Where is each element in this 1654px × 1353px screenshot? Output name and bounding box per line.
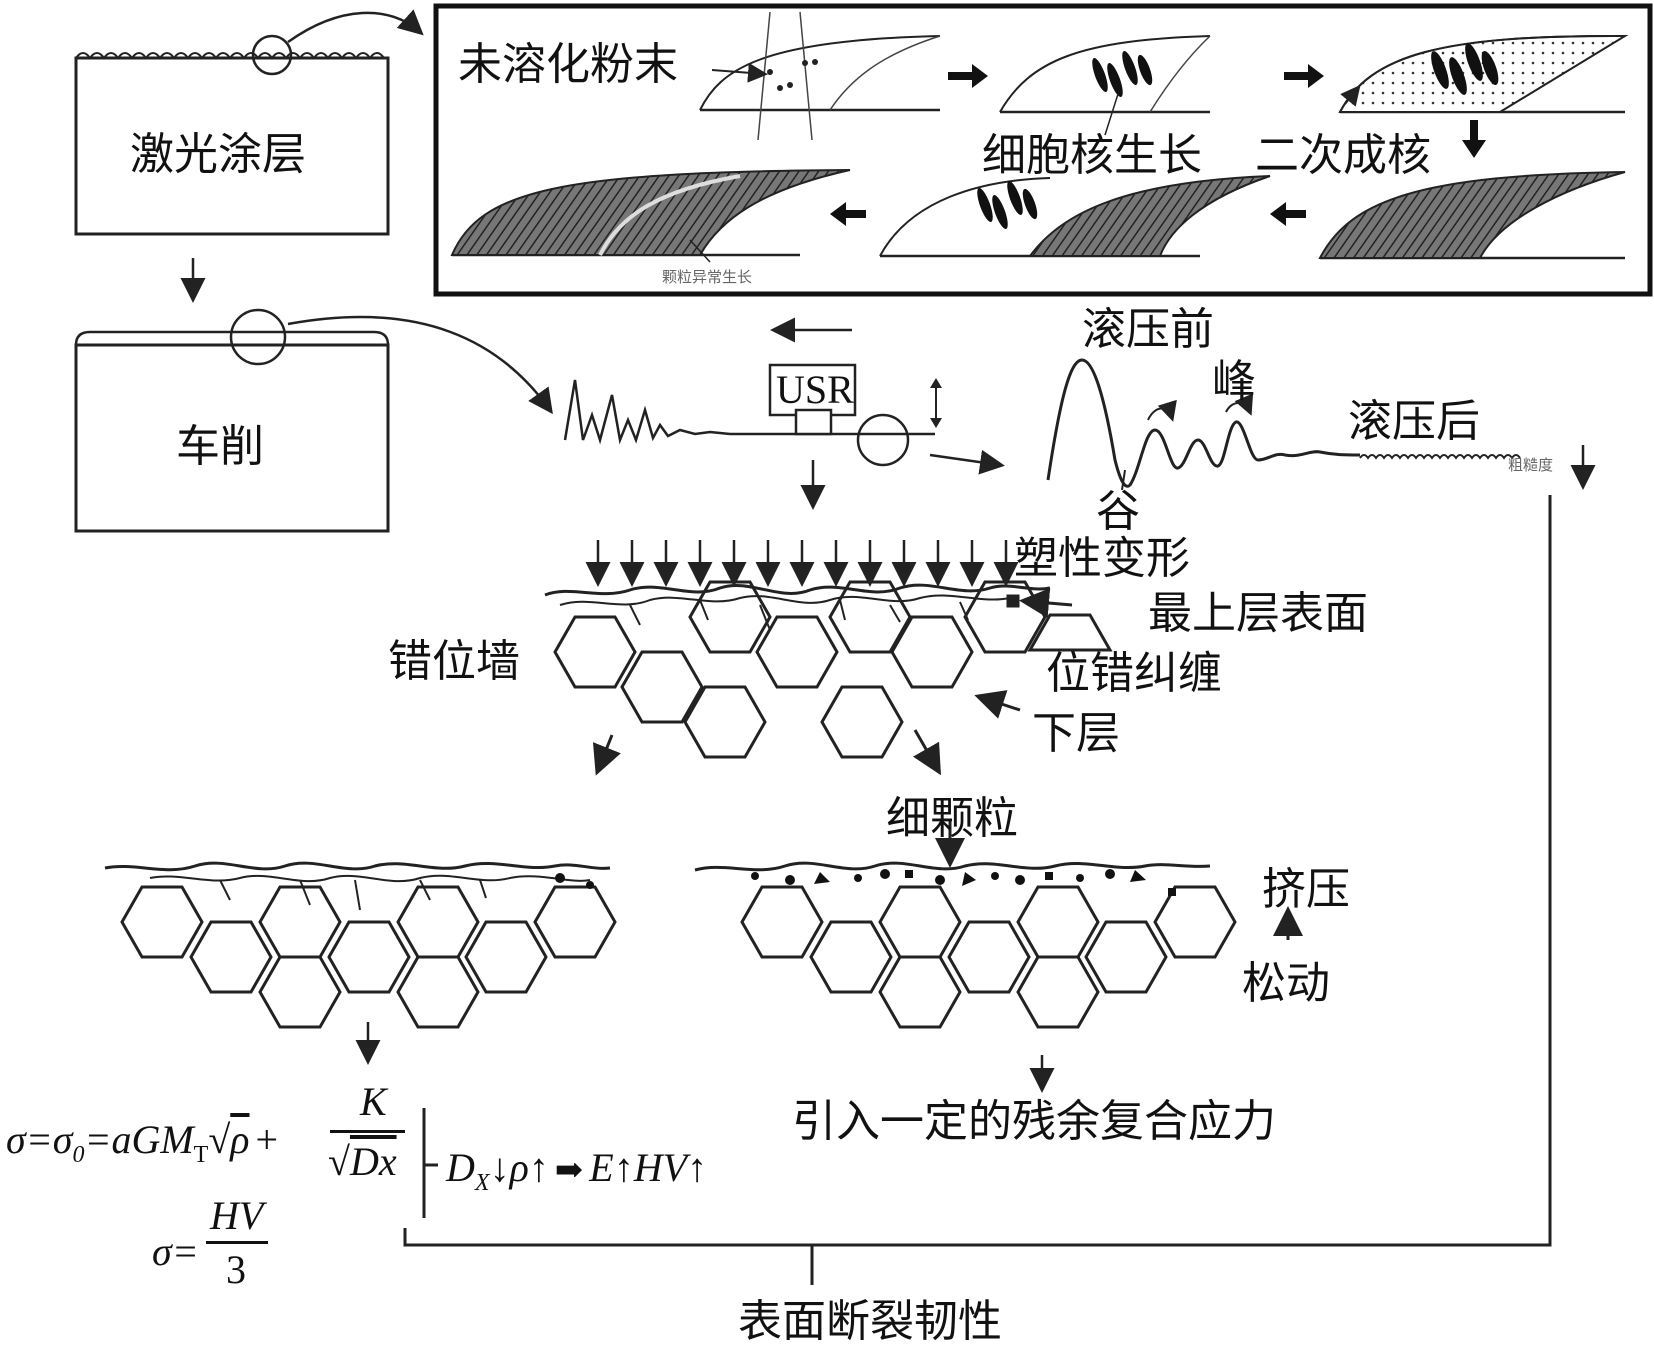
cell-nucleus-growth-label: 细胞核生长	[982, 130, 1202, 181]
stage-grain-left	[450, 169, 851, 263]
feedback-line	[403, 495, 1552, 1247]
turning-label: 车削	[176, 421, 264, 472]
hex-cluster-middle	[544, 580, 1113, 776]
dislocation-wall-label: 错位墙	[388, 636, 520, 687]
stage-unmelted	[699, 11, 941, 141]
secondary-nucleation-label: 二次成核	[1255, 130, 1431, 181]
formula-K: K	[360, 1079, 387, 1124]
fine-grain-label: 细颗粒	[886, 793, 1018, 844]
profile-after	[1046, 358, 1596, 491]
turning-block	[74, 308, 553, 533]
profile-before	[563, 317, 1005, 510]
formula-line1: σ=σ0=aGMT√ρ+	[6, 1117, 279, 1168]
stage-grain-right	[1318, 171, 1626, 260]
laser-coating-label: 激光涂层	[130, 129, 306, 180]
valley-label: 谷	[1096, 486, 1140, 537]
fine-grain-particles	[555, 869, 1176, 896]
loosen-label: 松动	[1242, 958, 1330, 1009]
lower-layer-label: 下层	[1032, 708, 1120, 759]
abnormal-grain-growth-label: 颗粒异常生长	[662, 268, 753, 286]
roughness-label: 粗糙度	[1508, 456, 1554, 474]
stage-secondary-nucleation	[1338, 34, 1629, 114]
formula-HV: HV	[210, 1193, 264, 1238]
fracture-toughness-label: 表面断裂韧性	[738, 1296, 1002, 1347]
formula-line2: σ=	[152, 1229, 199, 1274]
fraction-bar-2	[206, 1241, 268, 1244]
before-rolling-label: 滚压前	[1082, 304, 1214, 355]
unmelted-powder-label: 未溶化粉末	[458, 39, 678, 90]
dislocation-tangle-label: 位错纠缠	[1046, 648, 1222, 699]
plastic-deformation-label: 塑性变形	[1014, 533, 1190, 584]
formula-result: DX↓ρ↑➡E↑HV↑	[446, 1145, 708, 1196]
microstructure-panel	[433, 3, 1653, 297]
pressure-arrows	[585, 540, 1019, 587]
fraction-bar-1	[330, 1130, 405, 1133]
residual-stress-label: 引入一定的残余复合应力	[792, 1096, 1276, 1147]
hex-cluster-left	[104, 861, 617, 1029]
hex-cluster-right	[694, 820, 1303, 1029]
stage-grain-middle	[879, 175, 1271, 258]
usr-label: USR	[776, 367, 854, 412]
formula-Dx: √Dx	[328, 1139, 397, 1184]
top-surface-label: 最上层表面	[1148, 588, 1368, 639]
peak-label: 峰	[1212, 356, 1256, 407]
laser-coating-block	[74, 9, 424, 236]
after-rolling-label: 滚压后	[1348, 396, 1480, 447]
stage-nucleus-growth	[999, 35, 1211, 136]
squeeze-label: 挤压	[1262, 864, 1350, 915]
formula-three: 3	[226, 1247, 246, 1292]
